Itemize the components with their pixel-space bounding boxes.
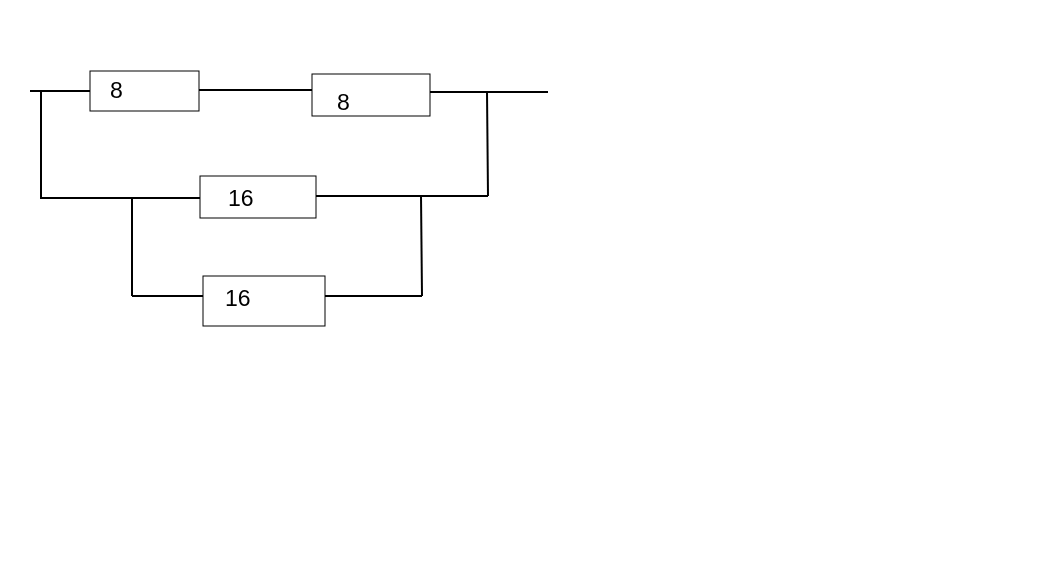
resistor-r1-label: 8 (110, 77, 123, 103)
wire-right-vertical (486, 91, 489, 197)
resistor-r3-box (199, 175, 317, 219)
resistor-r2-box (311, 73, 431, 117)
wire-inner-right-vertical (420, 195, 423, 297)
resistor-r3-label: 16 (228, 185, 254, 211)
resistor-r4-label: 16 (225, 285, 251, 311)
resistor-r1-box (89, 70, 200, 112)
wires (30, 89, 548, 297)
resistor-r4-box (202, 275, 326, 327)
resistor-r2: 8 (311, 73, 431, 117)
resistor-r1: 8 (89, 70, 200, 112)
resistor-r3: 16 (199, 175, 317, 219)
resistor-r4: 16 (202, 275, 326, 327)
resistor-r2-label: 8 (337, 89, 350, 115)
